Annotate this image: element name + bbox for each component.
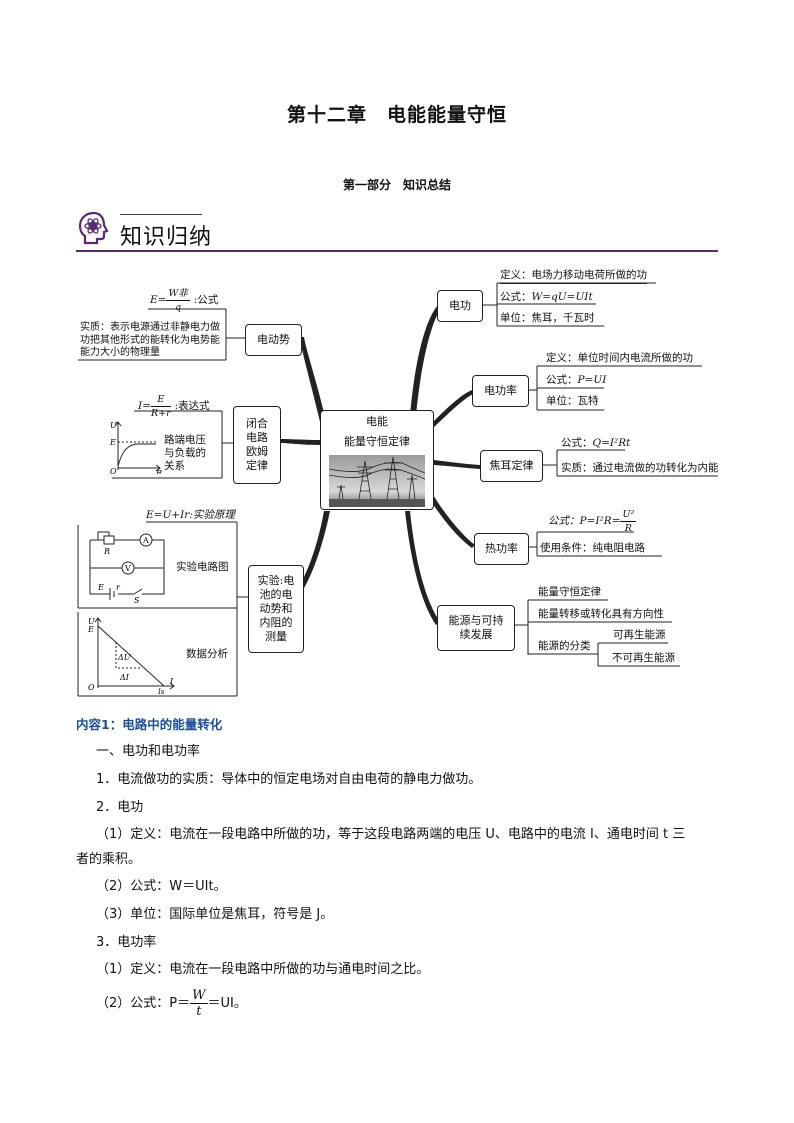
- energy-renewable: 可再生能源: [613, 629, 666, 641]
- paragraph-3b: 者的乘积。: [76, 852, 142, 867]
- mindmap-connectors: [77, 282, 718, 697]
- data-axis-u: U: [88, 617, 95, 626]
- energy-nonrenewable: 不可再生能源: [612, 652, 675, 664]
- power-definition: 定义：单位时间内电流所做的功: [546, 352, 693, 364]
- data-axis-i: I: [169, 677, 174, 686]
- node-electric-work: 电功: [437, 290, 483, 322]
- ohm-formula-num: E: [150, 393, 171, 407]
- center-node: 电能 能量守恒定律: [320, 410, 434, 510]
- ohm-formula-den: R+r: [150, 408, 171, 419]
- data-delta-i: ΔI: [119, 673, 130, 682]
- paragraph-3a: （1）定义：电流在一段电路中所做的功，等于这段电路两端的电压 U、电路中的电流 …: [96, 827, 686, 842]
- ohm-formula-lhs: I=: [138, 400, 151, 412]
- heat-formula: 公式：P=I²R= U² R: [548, 508, 637, 535]
- node-emf: 电动势: [245, 324, 302, 356]
- emf-formula-fraction: W非 q: [166, 287, 190, 314]
- experiment-data-graph: U E O I Is ΔU ΔI: [87, 617, 175, 694]
- emf-formula-lhs: E=: [150, 294, 167, 306]
- emf-formula: E= W非 q :公式: [150, 287, 218, 314]
- energy-classification: 能源的分类: [538, 640, 591, 652]
- heat-formula-fraction: U² R: [620, 508, 637, 535]
- node-joule-law: 焦耳定律: [480, 450, 543, 482]
- experiment-circuit-diagram: A V R E r S: [89, 531, 165, 604]
- paragraph-8: （2）公式：P＝ W t ＝UI。: [96, 988, 247, 1019]
- experiment-node-label: 实验:电池的电动势和内阻的测量: [257, 574, 295, 643]
- ohm-axis-r: R: [155, 469, 162, 474]
- circuit-switch: S: [134, 596, 140, 604]
- power-unit: 单位：瓦特: [546, 395, 599, 407]
- ohm-graph-note: 路端电压与负载的关系: [164, 434, 206, 472]
- ohm-formula: I= E R+r :表达式: [138, 393, 210, 420]
- power-tower-image: [329, 455, 425, 507]
- energy-conservation: 能量守恒定律: [538, 586, 601, 598]
- ohm-node-label: 闭合电路欧姆定律: [246, 417, 268, 472]
- circuit-voltmeter: V: [124, 564, 131, 573]
- paragraph-5: （3）单位：国际单位是焦耳，符号是 J。: [96, 907, 334, 922]
- content-heading: 内容1：电路中的能量转化: [76, 717, 223, 732]
- node-heat-power: 热功率: [474, 533, 529, 565]
- work-unit: 单位：焦耳，千瓦时: [500, 312, 595, 324]
- work-formula: 公式：W=qU=UIt: [500, 291, 593, 303]
- header-underline-short: [120, 214, 202, 215]
- experiment-data-label: 数据分析: [186, 648, 228, 660]
- data-delta-u: ΔU: [117, 653, 131, 662]
- heat-condition: 使用条件：纯电阻电路: [540, 542, 645, 554]
- paragraph-7: （1）定义：电流在一段电路中所做的功与通电时间之比。: [96, 962, 430, 977]
- ohm-graph: U E O R: [110, 421, 162, 474]
- node-electric-power: 电功率: [472, 375, 529, 407]
- p8-lhs: （2）公式：P＝: [96, 995, 191, 1011]
- circuit-e: E: [97, 583, 104, 592]
- ohm-axis-u: U: [110, 421, 117, 430]
- data-axis-e: E: [87, 625, 94, 634]
- ohm-axis-o: O: [110, 467, 117, 474]
- p8-num: W: [190, 988, 208, 1004]
- paragraph-6: 3．电功率: [96, 935, 157, 950]
- section-subtitle: 第一部分 知识总结: [342, 178, 451, 192]
- header-label: 知识归纳: [120, 225, 213, 250]
- ohm-formula-note: :表达式: [174, 400, 210, 412]
- paragraph-1: 1．电流做功的实质：导体中的恒定电场对自由电荷的静电力做功。: [96, 772, 482, 787]
- emf-formula-den: q: [175, 302, 182, 313]
- circuit-ammeter: A: [142, 536, 149, 545]
- paragraph-2: 2．电功: [96, 800, 144, 815]
- circuit-r: R: [103, 547, 110, 556]
- paragraph-4: （2）公式：W＝UIt。: [96, 879, 227, 894]
- energy-node-label: 能源与可持续发展: [448, 614, 504, 641]
- circuit-internal-r: r: [116, 583, 121, 592]
- chapter-title: 第十二章 电能能量守恒: [286, 104, 507, 126]
- heat-formula-num: U²: [620, 509, 637, 522]
- ohm-formula-fraction: E R+r: [150, 393, 171, 420]
- energy-direction: 能量转移或转化具有方向性: [538, 608, 664, 620]
- data-axis-is: Is: [157, 688, 165, 694]
- joule-formula: 公式：Q=I²Rt: [561, 437, 631, 449]
- work-definition: 定义：电场力移动电荷所做的功: [500, 269, 647, 284]
- heat-formula-den: R: [624, 523, 632, 534]
- joule-essence: 实质：通过电流做的功转化为内能: [561, 462, 719, 474]
- ohm-axis-e: E: [110, 438, 116, 447]
- emf-formula-num: W非: [166, 288, 190, 301]
- center-subtitle: 能量守恒定律: [344, 435, 410, 448]
- p8-fraction: W t: [190, 988, 208, 1019]
- node-closed-circuit-ohm: 闭合电路欧姆定律: [233, 406, 281, 484]
- p8-den: t: [196, 1004, 202, 1019]
- data-axis-o: O: [88, 683, 95, 692]
- power-formula: 公式：P=UI: [546, 374, 607, 386]
- header-rule: [76, 250, 718, 252]
- experiment-circuit-label: 实验电路图: [176, 561, 229, 573]
- section-heading-1: 一、电功和电功率: [96, 744, 201, 759]
- node-energy-sustainability: 能源与可持续发展: [437, 605, 515, 651]
- heat-formula-lhs: 公式：P=I²R=: [548, 515, 621, 527]
- p8-rhs: ＝UI。: [207, 995, 247, 1011]
- experiment-principle: E=U+Ir:实验原理: [146, 509, 235, 521]
- center-title: 电能: [366, 415, 388, 428]
- emf-essence: 实质：表示电源通过非静电力做功把其他形式的能转化为电势能能力大小的物理量: [80, 322, 220, 358]
- emf-formula-note: :公式: [193, 294, 219, 306]
- node-experiment: 实验:电池的电动势和内阻的测量: [248, 565, 304, 653]
- brain-atom-icon: [76, 210, 112, 246]
